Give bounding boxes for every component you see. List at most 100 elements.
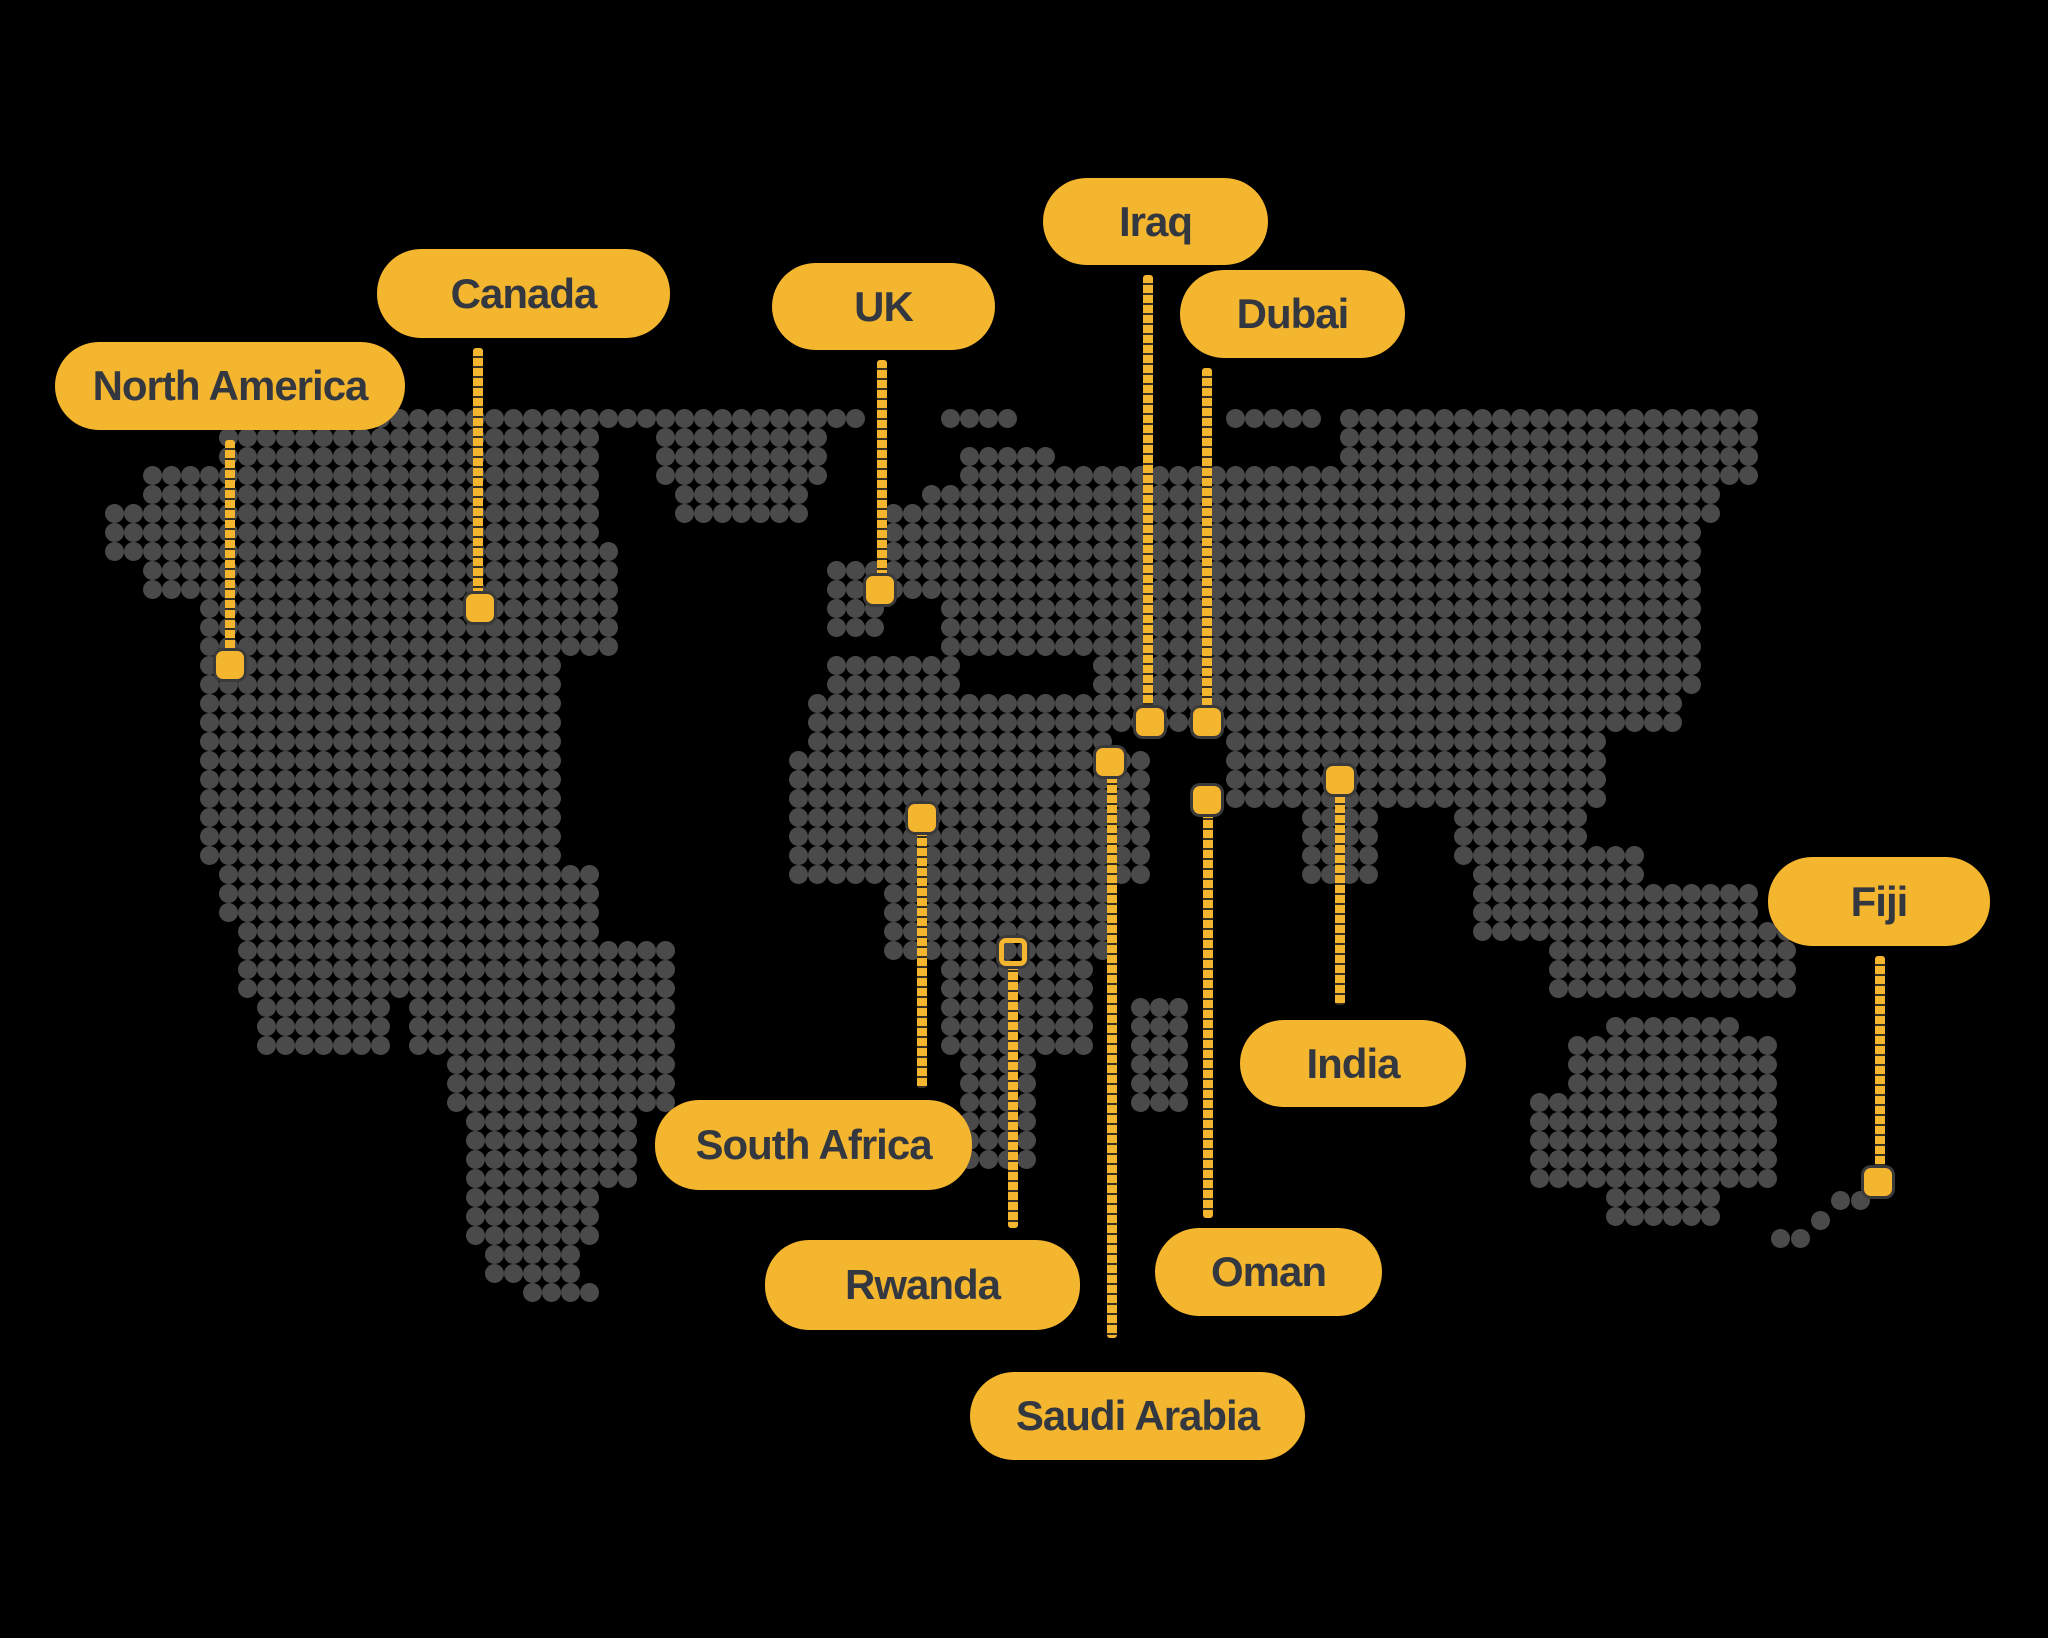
land-dot (580, 1169, 599, 1188)
land-dot (371, 504, 390, 523)
land-dot (599, 1112, 618, 1131)
land-dot (1017, 580, 1036, 599)
location-label-south-africa[interactable]: South Africa (655, 1100, 972, 1190)
land-dot (162, 542, 181, 561)
land-dot (1226, 675, 1245, 694)
location-label-dubai[interactable]: Dubai (1180, 270, 1405, 358)
location-label-saudi-arabia[interactable]: Saudi Arabia (970, 1372, 1305, 1460)
location-label-iraq[interactable]: Iraq (1043, 178, 1268, 265)
land-dot (447, 447, 466, 466)
land-dot (523, 713, 542, 732)
location-marker-icon[interactable] (866, 576, 894, 604)
location-marker-icon[interactable] (1096, 748, 1124, 776)
land-dot (1435, 713, 1454, 732)
land-dot (1378, 409, 1397, 428)
location-marker-icon[interactable] (999, 938, 1027, 966)
location-marker-icon[interactable] (1864, 1168, 1892, 1196)
land-dot (1397, 713, 1416, 732)
land-dot (1378, 675, 1397, 694)
land-dot (485, 903, 504, 922)
land-dot (352, 713, 371, 732)
land-dot (1568, 1150, 1587, 1169)
land-dot (409, 732, 428, 751)
land-dot (352, 846, 371, 865)
land-dot (485, 808, 504, 827)
land-dot (276, 884, 295, 903)
location-label-north-america[interactable]: North America (55, 342, 405, 430)
land-dot (884, 846, 903, 865)
land-dot (998, 865, 1017, 884)
land-dot (1682, 1188, 1701, 1207)
land-dot (979, 884, 998, 903)
location-marker-icon[interactable] (216, 651, 244, 679)
location-marker-icon[interactable] (1326, 766, 1354, 794)
land-dot (561, 1036, 580, 1055)
location-label-canada[interactable]: Canada (377, 249, 670, 338)
land-dot (200, 485, 219, 504)
land-dot (409, 694, 428, 713)
land-dot (428, 637, 447, 656)
land-dot (1511, 618, 1530, 637)
land-dot (998, 884, 1017, 903)
land-dot (1340, 485, 1359, 504)
location-marker-icon[interactable] (1193, 708, 1221, 736)
location-marker-icon[interactable] (466, 594, 494, 622)
location-label-uk[interactable]: UK (772, 263, 995, 350)
land-dot (1568, 865, 1587, 884)
land-dot (485, 656, 504, 675)
land-dot (542, 1188, 561, 1207)
location-label-rwanda[interactable]: Rwanda (765, 1240, 1080, 1330)
land-dot (257, 941, 276, 960)
land-dot (960, 922, 979, 941)
land-dot (428, 770, 447, 789)
land-dot (352, 618, 371, 637)
location-marker-icon[interactable] (908, 804, 936, 832)
land-dot (1454, 694, 1473, 713)
land-dot (1264, 713, 1283, 732)
land-dot (1359, 713, 1378, 732)
land-dot (656, 1055, 675, 1074)
land-dot (1758, 1150, 1777, 1169)
land-dot (1739, 428, 1758, 447)
land-dot (941, 884, 960, 903)
location-label-india[interactable]: India (1240, 1020, 1466, 1107)
land-dot (1625, 1188, 1644, 1207)
location-label-oman[interactable]: Oman (1155, 1228, 1382, 1316)
land-dot (504, 865, 523, 884)
land-dot (1530, 675, 1549, 694)
land-dot (1378, 656, 1397, 675)
land-dot (409, 561, 428, 580)
land-dot (390, 618, 409, 637)
land-dot (1530, 409, 1549, 428)
land-dot (1530, 523, 1549, 542)
land-dot (314, 846, 333, 865)
land-dot (1530, 751, 1549, 770)
land-dot (960, 523, 979, 542)
land-dot (314, 542, 333, 561)
land-dot (808, 808, 827, 827)
land-dot (979, 1017, 998, 1036)
land-dot (1150, 599, 1169, 618)
land-dot (1017, 865, 1036, 884)
land-dot (1473, 523, 1492, 542)
land-dot (846, 599, 865, 618)
land-dot (561, 447, 580, 466)
land-dot (371, 542, 390, 561)
land-dot (1397, 542, 1416, 561)
location-marker-icon[interactable] (1193, 786, 1221, 814)
land-dot (998, 903, 1017, 922)
land-dot (580, 979, 599, 998)
land-dot (1378, 580, 1397, 599)
land-dot (1739, 466, 1758, 485)
land-dot (1587, 694, 1606, 713)
location-label-fiji[interactable]: Fiji (1768, 857, 1990, 946)
land-dot (637, 941, 656, 960)
land-dot (1758, 1131, 1777, 1150)
land-dot (1264, 504, 1283, 523)
land-dot (542, 770, 561, 789)
land-dot (1093, 580, 1112, 599)
land-dot (371, 789, 390, 808)
land-dot (1093, 561, 1112, 580)
land-dot (979, 542, 998, 561)
location-marker-icon[interactable] (1136, 708, 1164, 736)
